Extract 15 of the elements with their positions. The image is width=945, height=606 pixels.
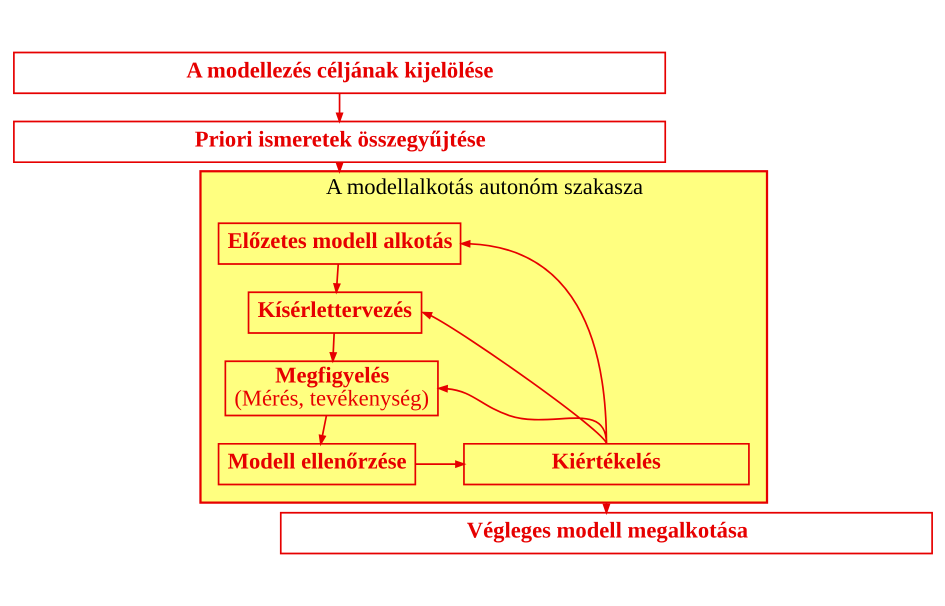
arrow (458, 240, 607, 444)
arrow (436, 384, 607, 444)
arrow (415, 460, 466, 468)
node-box: Modell ellenőrzése (217, 442, 416, 486)
arrow (420, 312, 607, 444)
arrow (318, 415, 327, 446)
node-box: Végleges modell megalkotása (279, 512, 932, 554)
node-box: Megfigyelés (Mérés, tevékenység) (224, 360, 438, 416)
node-box: Kísérlettervezés (247, 291, 422, 334)
arrow (328, 333, 337, 364)
node-box: Kiértékelés (462, 442, 750, 486)
arrow (335, 93, 344, 124)
node-box: Előzetes modell alkotás (217, 222, 461, 265)
node-box: A modellezés céljának kijelölése (12, 52, 666, 94)
arrow (332, 264, 340, 295)
